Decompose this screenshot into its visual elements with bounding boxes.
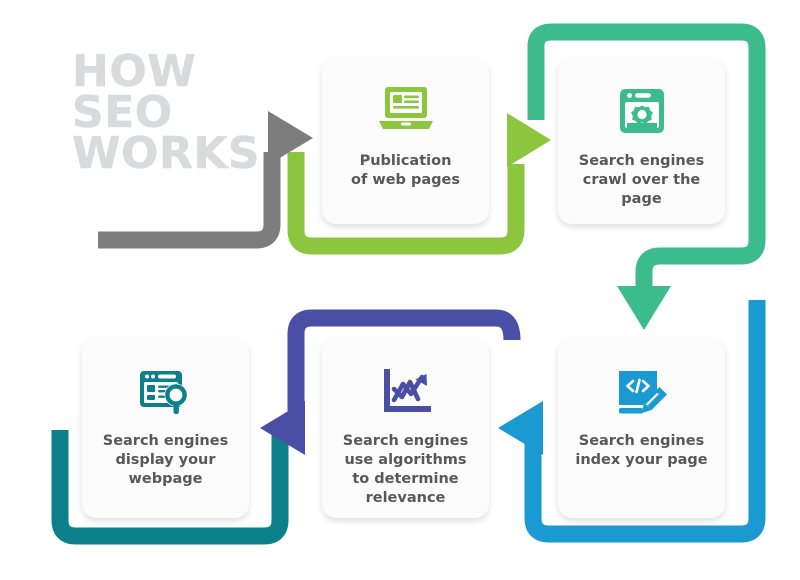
step-card-algorithms[interactable]: Search engines use algorithms to determi… [322, 338, 489, 518]
step-card-publication[interactable]: Publication of web pages [322, 58, 489, 224]
step-card-crawl[interactable]: Search engines crawl over the page [558, 58, 725, 224]
browser-gear-icon [611, 82, 673, 140]
connector-index-to-algorithms [498, 300, 766, 543]
line-chart-arrow-icon [375, 362, 437, 420]
connector-display-loop [51, 430, 289, 545]
connector-algorithms-to-display [260, 309, 521, 455]
page-title-line-2: SEO [72, 86, 173, 138]
page-title-line-3: WORKS [72, 127, 261, 179]
step-card-label: Search engines use algorithms to determi… [342, 433, 469, 507]
step-card-label: Search engines crawl over the page [578, 153, 705, 208]
step-card-index[interactable]: Search engines index your page [558, 338, 725, 518]
connector-start-to-publication [98, 111, 313, 249]
page-title: HOW SEO WORKS [72, 46, 302, 179]
step-card-label: Search engines display your webpage [102, 433, 229, 488]
connector-publication-to-crawl [287, 113, 551, 255]
browser-search-icon [135, 362, 197, 420]
code-pencil-icon [611, 362, 673, 420]
laptop-icon [375, 82, 437, 140]
step-card-label: Publication of web pages [351, 153, 460, 189]
step-card-display[interactable]: Search engines display your webpage [82, 338, 249, 518]
connector-crawl-to-index [527, 23, 766, 330]
page-title-line-1: HOW [72, 46, 197, 97]
step-card-label: Search engines index your page [575, 433, 708, 469]
